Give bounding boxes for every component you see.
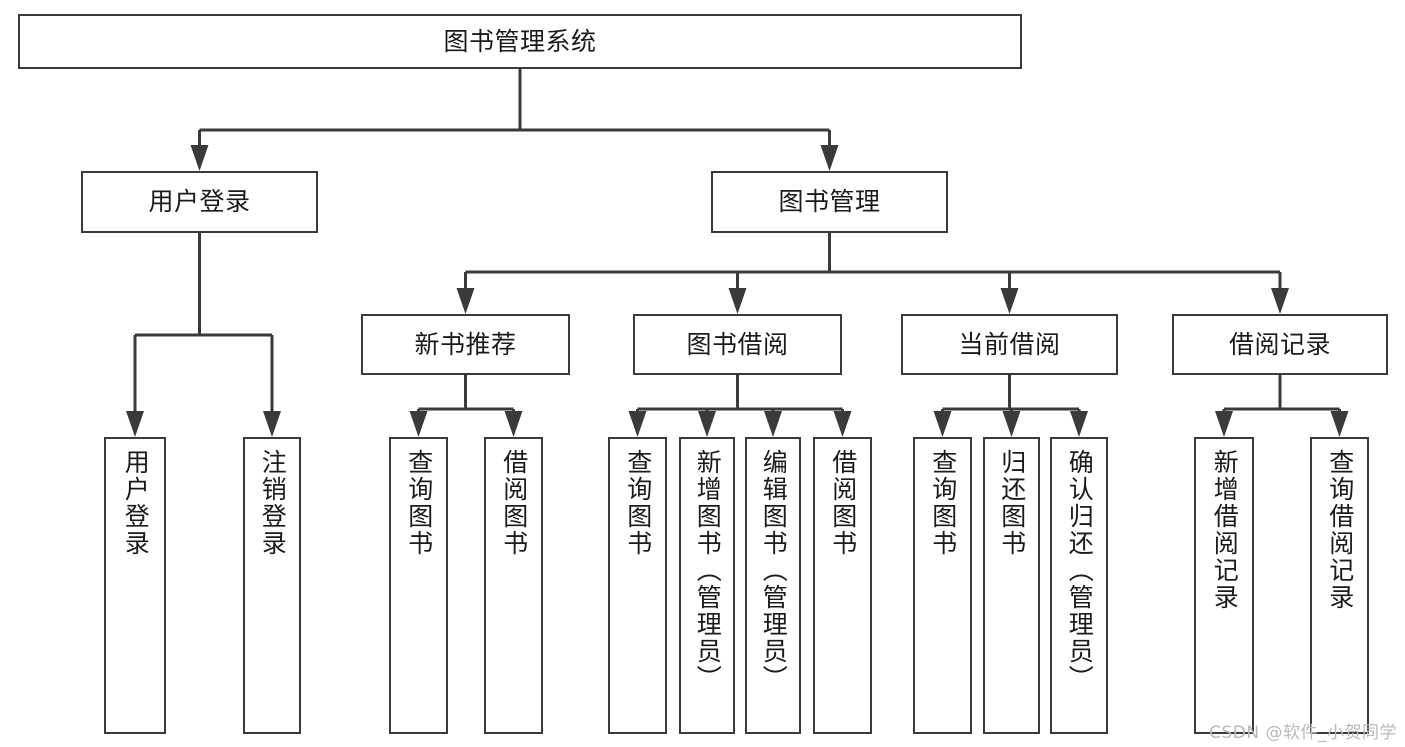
node-leaf-user-login[interactable]: 用户登录 [104, 437, 166, 734]
watermark: CSDN @软件_小贺同学 [1209, 723, 1397, 743]
node-login[interactable]: 用户登录 [81, 171, 318, 233]
node-borrow[interactable]: 图书借阅 [633, 314, 842, 375]
node-label: 编辑图书（管理员） [759, 449, 789, 692]
node-leaf-cur-query[interactable]: 查询图书 [913, 437, 972, 734]
node-leaf-cur-return[interactable]: 归还图书 [983, 437, 1040, 734]
node-label: 借阅图书 [499, 449, 529, 557]
node-root[interactable]: 图书管理系统 [18, 14, 1022, 69]
node-label: 借阅图书 [828, 449, 858, 557]
node-label: 用户登录 [121, 449, 151, 557]
node-label: 查询图书 [623, 449, 653, 557]
node-label: 确认归还（管理员） [1065, 449, 1095, 692]
node-leaf-rec-query[interactable]: 查询借阅记录 [1310, 437, 1369, 734]
node-records[interactable]: 借阅记录 [1172, 314, 1388, 375]
node-leaf-borrow-edit[interactable]: 编辑图书（管理员） [745, 437, 801, 734]
node-leaf-borrow-query[interactable]: 查询图书 [608, 437, 667, 734]
node-label: 注销登录 [258, 449, 288, 557]
node-bookmgmt[interactable]: 图书管理 [711, 171, 948, 233]
node-label: 图书借阅 [686, 329, 789, 359]
node-current[interactable]: 当前借阅 [901, 314, 1118, 375]
node-label: 新增图书（管理员） [693, 449, 723, 692]
node-leaf-rec-add[interactable]: 新增借阅记录 [1194, 437, 1254, 734]
node-label: 新书推荐 [414, 329, 517, 359]
node-label: 查询图书 [404, 449, 434, 557]
node-leaf-new-query[interactable]: 查询图书 [389, 437, 448, 734]
node-label: 当前借阅 [958, 329, 1061, 359]
node-label: 新增借阅记录 [1210, 449, 1240, 611]
node-leaf-borrow-add[interactable]: 新增图书（管理员） [679, 437, 735, 734]
node-label: 用户登录 [148, 187, 251, 217]
node-label: 查询借阅记录 [1325, 449, 1355, 611]
node-leaf-borrow-lend[interactable]: 借阅图书 [813, 437, 872, 734]
node-leaf-user-logout[interactable]: 注销登录 [243, 437, 301, 734]
node-label: 归还图书 [997, 449, 1027, 557]
node-newbook[interactable]: 新书推荐 [361, 314, 570, 375]
node-label: 图书管理 [778, 187, 881, 217]
node-label: 查询图书 [928, 449, 958, 557]
node-leaf-cur-confirm[interactable]: 确认归还（管理员） [1050, 437, 1108, 734]
node-label: 图书管理系统 [443, 26, 597, 56]
node-label: 借阅记录 [1228, 329, 1331, 359]
node-leaf-new-borrow[interactable]: 借阅图书 [484, 437, 543, 734]
